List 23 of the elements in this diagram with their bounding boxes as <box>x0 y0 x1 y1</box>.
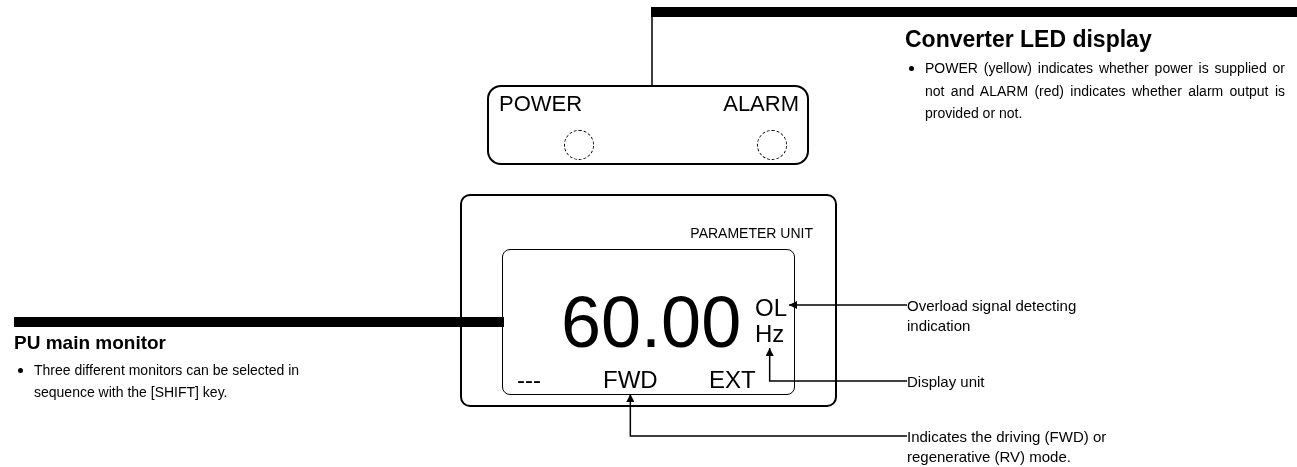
display-text: FWD <box>603 368 658 392</box>
leader-line <box>14 317 504 327</box>
display-text: EXT <box>709 368 756 392</box>
led-panel <box>487 85 809 165</box>
callout-text: Indicates the driving (FWD) or regenerative (RV) mode. <box>907 427 1187 466</box>
leader-arrow <box>765 347 908 382</box>
display-text: --- <box>517 368 541 392</box>
led-label: POWER <box>499 93 583 115</box>
leader-arrow <box>788 301 908 309</box>
callout-note: POWER (yellow) indicates whether power is supplied or not and ALARM (red) indicates whether alarm output is provided or not. <box>925 59 1285 124</box>
callout-heading: Converter LED display <box>905 26 1153 53</box>
frequency-reading: 60.00 <box>561 286 742 358</box>
panel-title: PARAMETER UNIT <box>690 226 813 240</box>
led-label: ALARM <box>723 93 799 115</box>
parameter-unit-body <box>460 194 837 407</box>
callout-text: Overload signal detecting indication <box>907 296 1137 335</box>
display-text: Hz <box>755 322 785 346</box>
leader-arrow <box>626 393 908 437</box>
callout-text: Display unit <box>907 372 1107 392</box>
lcd-screen <box>502 249 795 395</box>
callout-note: Three different monitors can be selected in sequence with the [SHIFT] key. <box>34 360 301 403</box>
display-text: OL <box>755 296 787 320</box>
callout-heading: PU main monitor <box>14 332 167 354</box>
